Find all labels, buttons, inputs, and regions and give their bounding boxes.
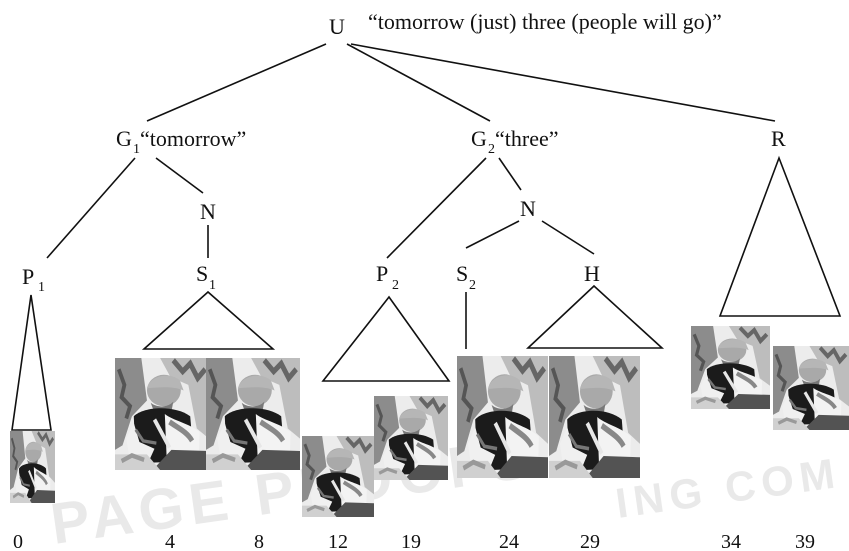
- node-p1-subscript: 1: [38, 280, 45, 295]
- frame-numbers: 0 4 8 12 19 24 29 34 39: [13, 531, 815, 551]
- edge-g2-p2: [386, 157, 487, 259]
- node-s2-label: S: [456, 261, 468, 286]
- watermark-line-2: ING COM: [613, 449, 844, 527]
- edge-u-r: [350, 43, 776, 122]
- node-n2-label: N: [520, 196, 536, 221]
- edge-g2-n2: [498, 157, 522, 191]
- node-u-quote: “tomorrow (just) three (people will go)”: [368, 9, 722, 34]
- video-frame-thumbnail: [206, 358, 300, 470]
- node-r-label: R: [771, 126, 786, 151]
- edge-u-g1: [146, 43, 327, 122]
- frame-number-label: 34: [721, 531, 741, 551]
- node-p1-label: P: [22, 264, 34, 289]
- edge-u-g2: [346, 43, 491, 122]
- node-s1-subscript: 1: [209, 278, 216, 293]
- frame-number-label: 39: [795, 531, 815, 551]
- triangle-r: [718, 155, 842, 317]
- video-frame-thumbnail: [8, 429, 57, 505]
- frame-number-label: 29: [580, 531, 600, 551]
- edge-g1-p1: [46, 157, 136, 259]
- node-p2-label: P: [376, 261, 388, 286]
- node-s1-label: S: [196, 261, 208, 286]
- frame-number-label: 24: [499, 531, 519, 551]
- node-s2-subscript: 2: [469, 278, 476, 293]
- video-frame-thumbnail: [773, 346, 849, 430]
- node-g1-label: G: [116, 126, 132, 151]
- edge-g1-n1: [155, 157, 204, 194]
- triangle-p2: [321, 295, 451, 382]
- node-p2-subscript: 2: [392, 278, 399, 293]
- tree-triangles: [11, 155, 842, 431]
- frame-number-label: 12: [328, 531, 348, 551]
- tree-nodes: U “tomorrow (just) three (people will go…: [22, 9, 786, 295]
- video-frame-thumbnail: [374, 396, 448, 480]
- video-frame-thumbnail: [691, 326, 770, 409]
- node-g1-quote: “tomorrow”: [140, 126, 246, 151]
- node-g2-label: G: [471, 126, 487, 151]
- frame-number-label: 0: [13, 531, 23, 551]
- video-frame-thumbnail: [549, 356, 640, 478]
- video-frame-thumbnail: [115, 358, 209, 470]
- triangle-s1: [141, 290, 276, 350]
- video-frame-thumbnail: [302, 436, 374, 517]
- frame-number-label: 4: [165, 531, 175, 551]
- node-g1-subscript: 1: [133, 142, 140, 157]
- tree-edges: [46, 43, 776, 349]
- edge-n2-s2: [465, 220, 520, 249]
- edge-n2-h: [541, 220, 595, 255]
- frame-number-label: 19: [401, 531, 421, 551]
- node-n1-label: N: [200, 199, 216, 224]
- triangle-p1: [11, 294, 52, 431]
- node-g2-subscript: 2: [488, 142, 495, 157]
- node-u-label: U: [329, 14, 345, 39]
- frame-number-label: 8: [254, 531, 264, 551]
- video-frame-thumbnail: [457, 356, 548, 478]
- node-g2-quote: “three”: [495, 126, 559, 151]
- node-h-label: H: [584, 261, 600, 286]
- triangle-h: [525, 284, 665, 349]
